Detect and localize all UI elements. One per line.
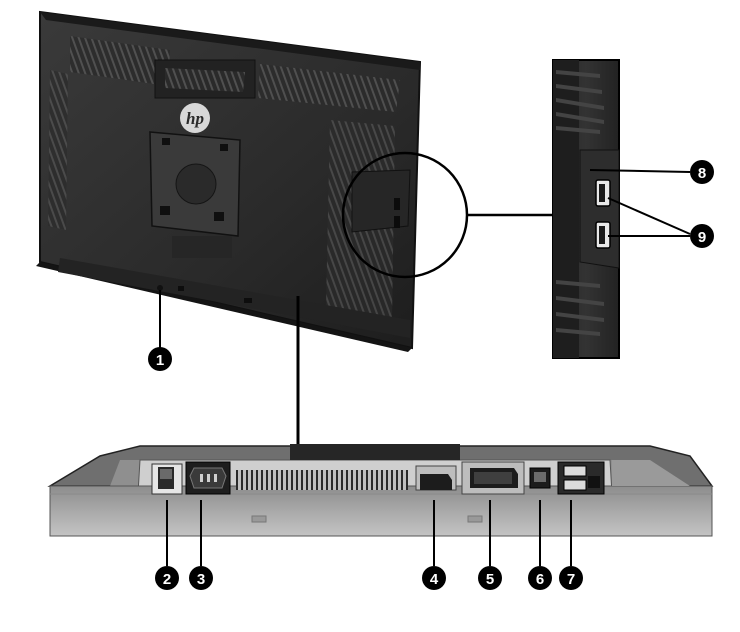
vesa-mount-plate (149, 131, 241, 258)
side-zoom-panel (552, 59, 620, 359)
side-usb-housing (351, 169, 411, 233)
callout-2-label: 2 (163, 571, 171, 588)
callout-4-label: 4 (430, 571, 439, 588)
callout-9: 9 (690, 224, 714, 248)
left-side-vents (48, 70, 68, 230)
callout-3: 3 (189, 566, 213, 590)
usb-upstream-connector (529, 467, 551, 489)
security-slot (157, 285, 163, 291)
monitor-rear-body: hp (36, 10, 422, 352)
callout-6: 6 (528, 566, 552, 590)
callout-8-label: 8 (698, 165, 706, 182)
callout-1: 1 (148, 347, 172, 371)
ac-power-connector (185, 461, 231, 495)
callout-7-label: 7 (567, 571, 575, 588)
top-right-vents (258, 64, 400, 112)
usb-downstream-connectors (557, 461, 605, 495)
bottom-vents (236, 470, 408, 490)
power-switch (151, 463, 183, 495)
top-left-vents (70, 36, 170, 86)
bottom-port-panel (47, 444, 714, 537)
callout-9-label: 9 (698, 229, 706, 246)
hp-logo-text: hp (186, 109, 204, 128)
leader-line-8 (589, 169, 691, 173)
callout-4: 4 (422, 566, 446, 590)
callout-3-label: 3 (197, 571, 205, 588)
leader-line-9a (607, 197, 691, 235)
dvi-connector (461, 461, 525, 495)
callout-7: 7 (559, 566, 583, 590)
callout-6-label: 6 (536, 571, 544, 588)
callout-8: 8 (690, 160, 714, 184)
callout-1-label: 1 (156, 352, 164, 369)
callout-2: 2 (155, 566, 179, 590)
callout-5-label: 5 (486, 571, 494, 588)
callout-5: 5 (478, 566, 502, 590)
stand-mount-slot (290, 444, 460, 460)
displayport-connector (415, 465, 457, 491)
hp-logo-icon: hp (180, 103, 210, 133)
